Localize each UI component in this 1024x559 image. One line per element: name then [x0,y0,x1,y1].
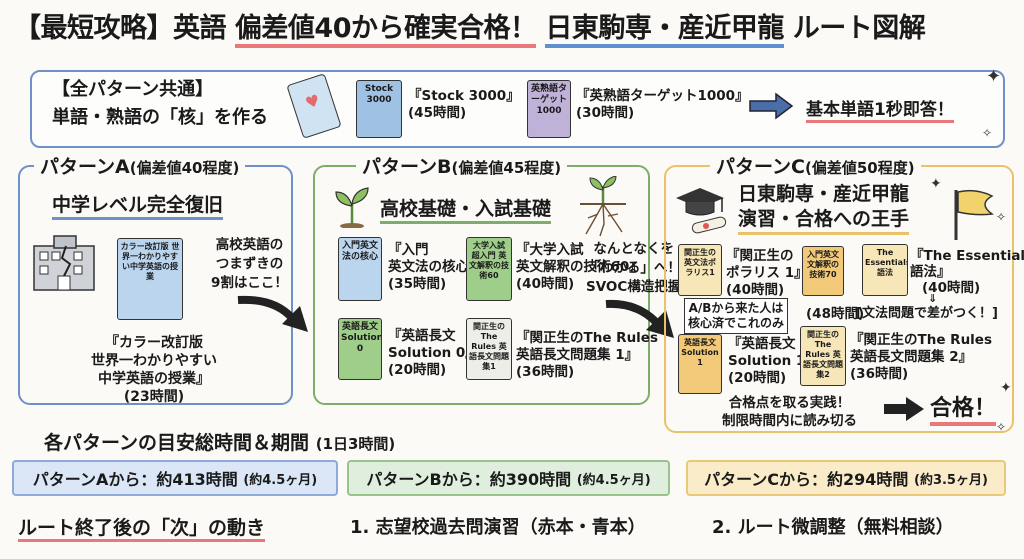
graduation-cap-icon [676,188,727,234]
pattern-c-practice: 合格点を取る実践！ 制限時間内に読み切る [722,395,857,429]
arrow-right-icon [749,92,794,120]
book-c2: 入門英文 文解釈の技術70 [802,246,844,296]
book-b1: 入門英文法の核心 [338,237,382,301]
cracked-building-icon [33,235,95,291]
pass-label: 合格！ [930,390,997,426]
book-c3-caption: 『The Essentials 語法』 (40時間) [910,248,1024,296]
sparkle-icon: ✦ [986,66,1002,87]
summary-pattern-b: パターンBから：約390時間 (約4.5ヶ月) [347,460,670,496]
pattern-c-callout-ab: A/Bから来た人は 核心済でこれのみ [684,298,788,334]
pattern-c-heading: 日東駒専・産近甲龍 演習・合格への王手 [738,182,910,235]
next-item-2: 2. ルート微調整（無料相談） [712,517,954,538]
next-item-1: 1. 志望校過去問演習（赤本・青本） [350,517,646,538]
arrow-b-to-c-icon [605,299,674,338]
common-goal: 基本単語1秒即答！ [806,95,954,123]
page-title: 【最短攻略】英語 偏差値40から確実合格！ 日東駒専・産近甲龍 ルート図解 [14,6,1014,50]
title-part3: 日東駒専・産近甲龍 [545,13,784,48]
book-c4: 英語長文 Solution 1 [678,334,722,394]
sprout-icon [335,187,369,228]
book-c1-caption: 『関正生の ポラリス 1』 (40時間) [726,248,808,298]
pattern-a-heading: 中学レベル完全復旧 [52,190,224,220]
book-b2: 大学入試 超入門 英文解釈の技術60 [466,237,512,301]
title-part2: 偏差値40から確実合格！ [234,13,537,48]
sparkle-icon: ✧ [996,210,1007,224]
arrow-a-to-b-icon [237,295,308,332]
book-stock3000: Stock 3000 [356,80,402,138]
common-section [30,70,1005,148]
pattern-b-heading: 高校基礎・入試基礎 [380,194,552,224]
book-b3: 英語長文 Solution 0 [338,318,382,380]
book-b4: 関正生のThe Rules 英語長文問題集1 [466,318,512,380]
book-chugaku: カラー改訂版 世界一わかりやすい中学英語の授業 [117,238,183,320]
book-c3: The Essentials 語法 [862,244,908,296]
summary-title: 各パターンの目安総時間＆期間 (1日3時間) [44,432,396,454]
sparkle-icon: ✦ [930,176,942,192]
book-b4-caption: 『関正生のThe Rules 英語長文問題集 1』 (36時間) [516,330,659,380]
next-label: ルート終了後の「次」の動き [18,513,266,542]
pattern-b-note: なんとなくを 「わかる」へ！ SVOC構造把握 [586,241,682,295]
book-b1-caption: 『入門 英文法の核心』 (35時間) [388,242,483,292]
common-title: 【全パターン共通】 単語・熟語の「核」を作る [52,76,268,132]
heart-icon: ♥ [302,90,323,113]
rooted-sprout-icon [580,176,626,237]
book-target1000: 英熟語ターゲット1000 [527,80,571,138]
sparkle-icon: ✧ [982,126,993,140]
book-b2-caption: 『大学入試 英文解釈の技術60』 (40時間) [516,242,643,292]
pattern-a-book-caption: 『カラー改訂版 世界一わかりやすい 中学英語の授業』 (23時間) [91,335,217,405]
book-c2-hours: (48時間) [806,306,865,322]
summary-pattern-a: パターンAから：約413時間 (約4.5ヶ月) [12,460,338,496]
book-c1: 関正生の英文法ポラリス1 [678,244,722,296]
book-c4-caption: 『英語長文 Solution 1』 (20時間) [728,336,819,386]
summary-pattern-c: パターンCから：約294時間 (約3.5ヶ月) [686,460,1006,496]
common-title-line1: 【全パターン共通】 [52,79,214,100]
arrow-to-pass-icon [884,397,924,421]
pattern-c-label: パターンC(偏差値50程度) [710,152,921,179]
pattern-a-label: パターンA(偏差値40程度) [34,152,246,179]
book-c5-caption: 『関正生のThe Rules 英語長文問題集 2』 (36時間) [850,332,993,382]
book-b3-caption: 『英語長文 Solution 0』 (20時間) [388,328,479,378]
pattern-b-label: パターンB(偏差値45程度) [356,152,568,179]
book-target1000-caption: 『英熟語ターゲット1000』 (30時間) [576,88,749,121]
book-stock3000-caption: 『Stock 3000』 (45時間) [408,88,520,121]
book-c5: 関正生の The Rules 英語長文問題集2 [800,326,846,386]
pattern-c-callout-grammar: [文法問題で差がつく！] [856,306,998,321]
title-part1: 【最短攻略】英語 [14,13,235,44]
title-part4: ルート図解 [783,13,926,44]
sparkle-icon: ✦ [1000,380,1012,396]
flag-icon [954,189,994,240]
common-title-line2: 単語・熟語の「核」を作る [52,107,268,128]
sparkle-icon: ✧ [996,420,1007,434]
pattern-a-note: 高校英語の つまずきの 9割はここ！ [211,237,288,291]
down-arrow-icon: ⇓ [928,292,938,305]
